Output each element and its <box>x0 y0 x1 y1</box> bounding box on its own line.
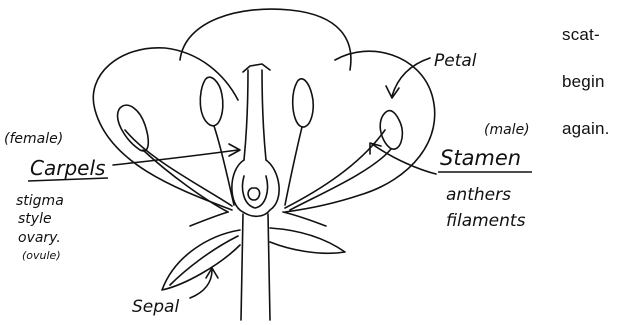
stamen-left-inner-anther <box>200 77 223 126</box>
sepal-label: Sepal <box>132 297 179 317</box>
stamen-right-outer-anther <box>380 111 402 150</box>
carpel-style-left <box>244 70 248 160</box>
style-label: style <box>18 211 52 227</box>
sepal-right <box>270 228 345 253</box>
receptacle-left <box>190 212 228 226</box>
side-text-line-1: scat- <box>562 26 600 43</box>
side-text-line-2: begin <box>562 73 605 90</box>
stamen-left-inner-filament <box>214 126 234 205</box>
carpels-arrow <box>113 150 238 165</box>
stem-right <box>268 214 270 320</box>
stamen-label: Stamen <box>440 146 521 170</box>
stamen-left-outer-anther <box>118 105 149 151</box>
ovule-label: (ovule) <box>22 249 61 262</box>
stamen-right-inner-anther <box>293 79 314 127</box>
ovary-inner <box>242 176 267 208</box>
petal-label: Petal <box>434 51 477 71</box>
carpel-style-right <box>262 70 266 160</box>
right-inner-petal <box>285 130 385 208</box>
male-label: (male) <box>484 122 530 138</box>
center-petal-outline <box>180 9 351 70</box>
stem-left <box>241 214 243 320</box>
right-petal-outline <box>285 51 435 212</box>
carpel-stigma <box>243 64 270 72</box>
stigma-label: stigma <box>16 193 64 209</box>
receptacle-right <box>283 212 326 226</box>
side-text-line-3: again. <box>562 120 610 137</box>
ovule <box>248 188 260 200</box>
ovary-label: ovary. <box>18 230 61 246</box>
female-label: (female) <box>4 131 63 147</box>
carpels-label: Carpels <box>30 156 105 180</box>
stamen-right-inner-filament <box>285 127 302 205</box>
filaments-label: filaments <box>446 211 526 231</box>
anthers-label: anthers <box>446 185 511 205</box>
left-petal-outline <box>93 48 238 210</box>
